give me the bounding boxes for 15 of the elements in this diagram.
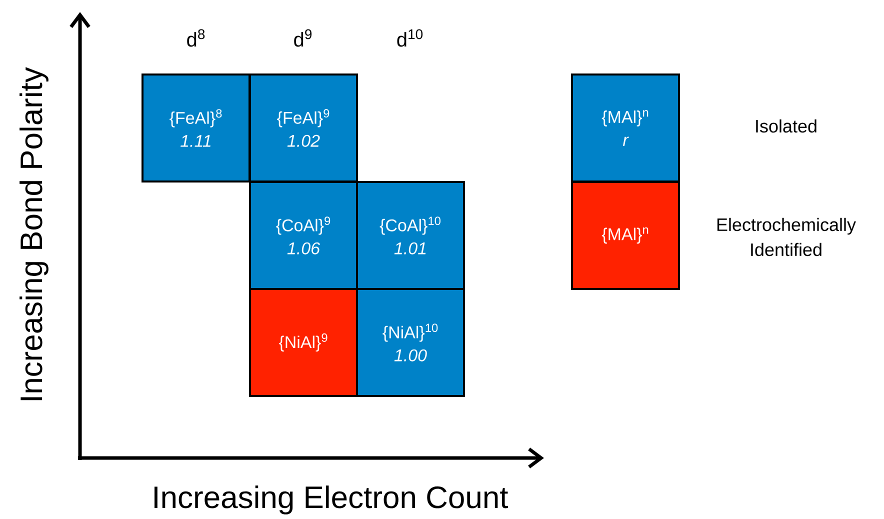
cell: {FeAl}$^{8}$ 1.11 bbox=[142, 74, 250, 182]
key-label: Electrochemically Identified bbox=[717, 218, 856, 256]
cell: {FeAl}$^{9}$ 1.02 bbox=[249, 74, 358, 182]
cell: {NiAl}$^{9}$ bbox=[249, 288, 358, 397]
cell: {MAl}$^{n}$ bbox=[571, 181, 680, 290]
column-header: d$^{9}$ bbox=[294, 29, 312, 47]
cell: {NiAl}$^{10}$ 1.00 bbox=[356, 288, 465, 397]
cell: {CoAl}$^{10}$ 1.01 bbox=[356, 181, 465, 290]
cell: {MAl}$^{n}$ r bbox=[571, 74, 680, 182]
column-header: d$^{8}$ bbox=[187, 29, 205, 47]
key-label: Isolated bbox=[756, 119, 816, 133]
cell: {CoAl}$^{9}$ 1.06 bbox=[249, 181, 358, 290]
axis-title: Increasing Bond Polarity bbox=[20, 67, 48, 400]
axis-title: Increasing Electron Count bbox=[154, 486, 508, 514]
column-header: d$^{10}$ bbox=[397, 29, 423, 47]
